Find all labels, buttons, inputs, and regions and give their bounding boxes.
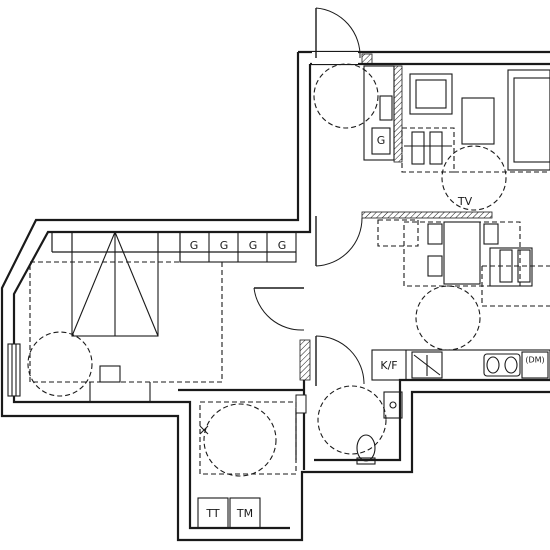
coffee-table — [461, 97, 495, 145]
bed — [71, 231, 159, 383]
fridge-freezer-label: K/F — [380, 359, 397, 372]
dishwasher-label: (DM) — [525, 356, 544, 365]
interior-walls — [178, 65, 493, 470]
armchair — [409, 73, 453, 115]
sink — [383, 391, 403, 419]
bedroom: G G G G — [7, 231, 297, 402]
freezer-label: G — [377, 134, 386, 147]
wardrobe-label-4: G — [278, 239, 287, 252]
living-door — [315, 216, 363, 267]
entrance-door — [312, 7, 373, 65]
living-turning-circle — [441, 145, 507, 211]
hallway-turning-circle — [313, 63, 379, 129]
bedroom-turning-circle — [27, 331, 93, 397]
living-room: TV — [401, 69, 550, 211]
tv-label: TV — [457, 195, 473, 208]
bedroom-window — [7, 343, 21, 397]
bedroom-clearance — [29, 261, 223, 383]
dryer-label: TT — [205, 507, 220, 520]
washer-label: TM — [236, 507, 253, 520]
dining-area — [377, 219, 550, 351]
exterior-walls — [0, 50, 550, 542]
dining-table — [443, 221, 481, 285]
bedroom-door — [253, 286, 312, 331]
wardrobe-label-2: G — [220, 239, 229, 252]
wardrobe-label-3: G — [249, 239, 258, 252]
wardrobe-label-1: G — [190, 239, 199, 252]
toilet — [356, 434, 376, 462]
bathroom-door — [315, 335, 365, 386]
dining-turning-circle — [415, 285, 481, 351]
wardrobes: G G G G — [179, 231, 297, 263]
sofa — [507, 69, 550, 171]
hallway: G — [313, 63, 395, 455]
kitchen-counter: K/F (DM) — [371, 349, 550, 381]
bathroom-turning-circle — [317, 385, 387, 455]
bathroom: TT TM — [197, 391, 403, 529]
